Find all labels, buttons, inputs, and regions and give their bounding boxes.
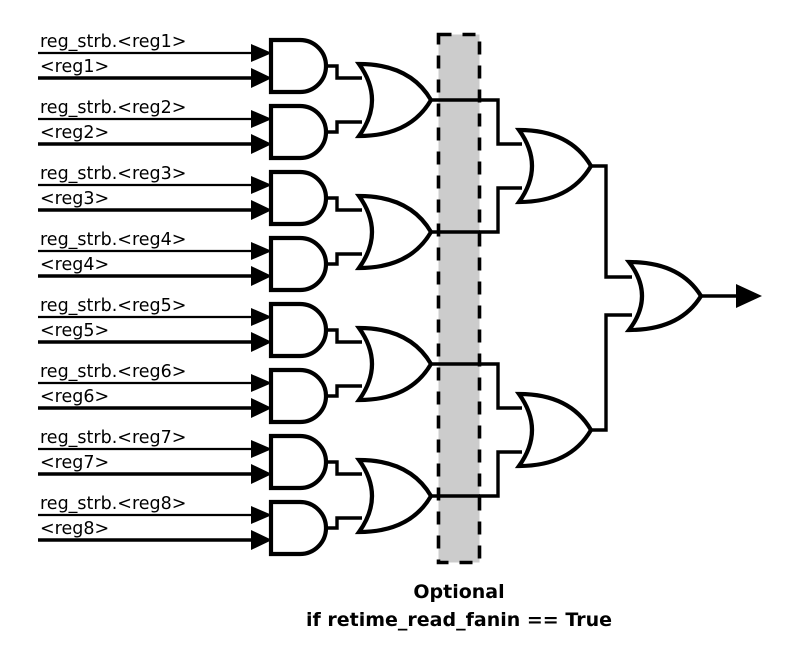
label-strobe-1: reg_strb.<reg1>	[40, 32, 186, 52]
input-arrow-data-6	[251, 398, 272, 418]
and-gate-1	[268, 37, 329, 95]
input-arrow-strobe-8	[251, 506, 272, 524]
label-data-3: <reg3>	[40, 189, 109, 209]
link-and7-or4	[326, 460, 362, 476]
input-arrow-data-1	[251, 68, 272, 88]
link-and6-or3	[326, 384, 362, 398]
label-strobe-2: reg_strb.<reg2>	[40, 98, 186, 118]
and-gate-5	[268, 301, 329, 359]
link-and2-or1	[326, 120, 362, 134]
output-arrow-icon	[736, 284, 762, 308]
or-gate-stage2-2	[514, 391, 594, 469]
link-and8-or4	[326, 516, 362, 530]
link-region-or5-in1	[479, 98, 522, 146]
optional-caption-line-1: Optional	[413, 581, 504, 603]
or-gate-stage1-4	[354, 457, 434, 535]
link-region-or6-in2	[479, 450, 522, 498]
link-and3-or2	[326, 196, 362, 212]
label-data-8: <reg8>	[40, 519, 109, 539]
link-and4-or2	[326, 252, 362, 266]
input-pair-7	[38, 440, 272, 484]
input-arrow-strobe-1	[251, 44, 272, 62]
label-data-6: <reg6>	[40, 387, 109, 407]
link-and5-or3	[326, 328, 362, 344]
input-pair-6	[38, 374, 272, 418]
label-data-7: <reg7>	[40, 453, 109, 473]
label-strobe-6: reg_strb.<reg6>	[40, 362, 186, 382]
link-or5-final-in1	[590, 164, 632, 279]
and-gate-4	[268, 235, 329, 293]
input-arrow-strobe-3	[251, 176, 272, 194]
link-or6-final-in2	[590, 313, 632, 432]
and-gate-6	[268, 367, 329, 425]
label-strobe-3: reg_strb.<reg3>	[40, 164, 186, 184]
input-arrow-data-3	[251, 200, 272, 220]
input-arrow-data-5	[251, 332, 272, 352]
input-arrow-data-4	[251, 266, 272, 286]
or-gate-stage1-2	[354, 193, 434, 271]
or-gate-stage1-1	[354, 61, 434, 139]
label-strobe-7: reg_strb.<reg7>	[40, 428, 186, 448]
input-arrow-data-2	[251, 134, 272, 154]
label-data-4: <reg4>	[40, 255, 109, 275]
link-region-or6-in1	[479, 362, 522, 410]
input-arrow-strobe-4	[251, 242, 272, 260]
input-arrow-strobe-5	[251, 308, 272, 326]
input-arrow-strobe-2	[251, 110, 272, 128]
or-gate-stage1-3	[354, 325, 434, 403]
label-data-2: <reg2>	[40, 123, 109, 143]
input-pair-4	[38, 242, 272, 286]
label-strobe-8: reg_strb.<reg8>	[40, 494, 186, 514]
and-gate-3	[268, 169, 329, 227]
and-gate-7	[268, 433, 329, 491]
input-pair-3	[38, 176, 272, 220]
input-pair-1	[38, 44, 272, 88]
label-strobe-4: reg_strb.<reg4>	[40, 230, 186, 250]
label-data-5: <reg5>	[40, 321, 109, 341]
label-strobe-5: reg_strb.<reg5>	[40, 296, 186, 316]
and-gate-8	[268, 499, 329, 557]
input-arrow-strobe-7	[251, 440, 272, 458]
and-gate-2	[268, 103, 329, 161]
label-data-1: <reg1>	[40, 57, 109, 77]
input-pair-2	[38, 110, 272, 154]
or-gate-stage2-1	[514, 127, 594, 205]
input-pair-5	[38, 308, 272, 352]
or-gate-final	[624, 259, 704, 333]
input-arrow-data-8	[251, 530, 272, 550]
input-arrow-strobe-6	[251, 374, 272, 392]
input-arrow-data-7	[251, 464, 272, 484]
optional-retime-region	[436, 32, 482, 565]
optional-caption-line-2: if retime_read_fanin == True	[306, 609, 612, 631]
link-region-or5-in2	[479, 186, 522, 234]
input-pair-8	[38, 506, 272, 550]
link-and1-or1	[326, 64, 362, 80]
